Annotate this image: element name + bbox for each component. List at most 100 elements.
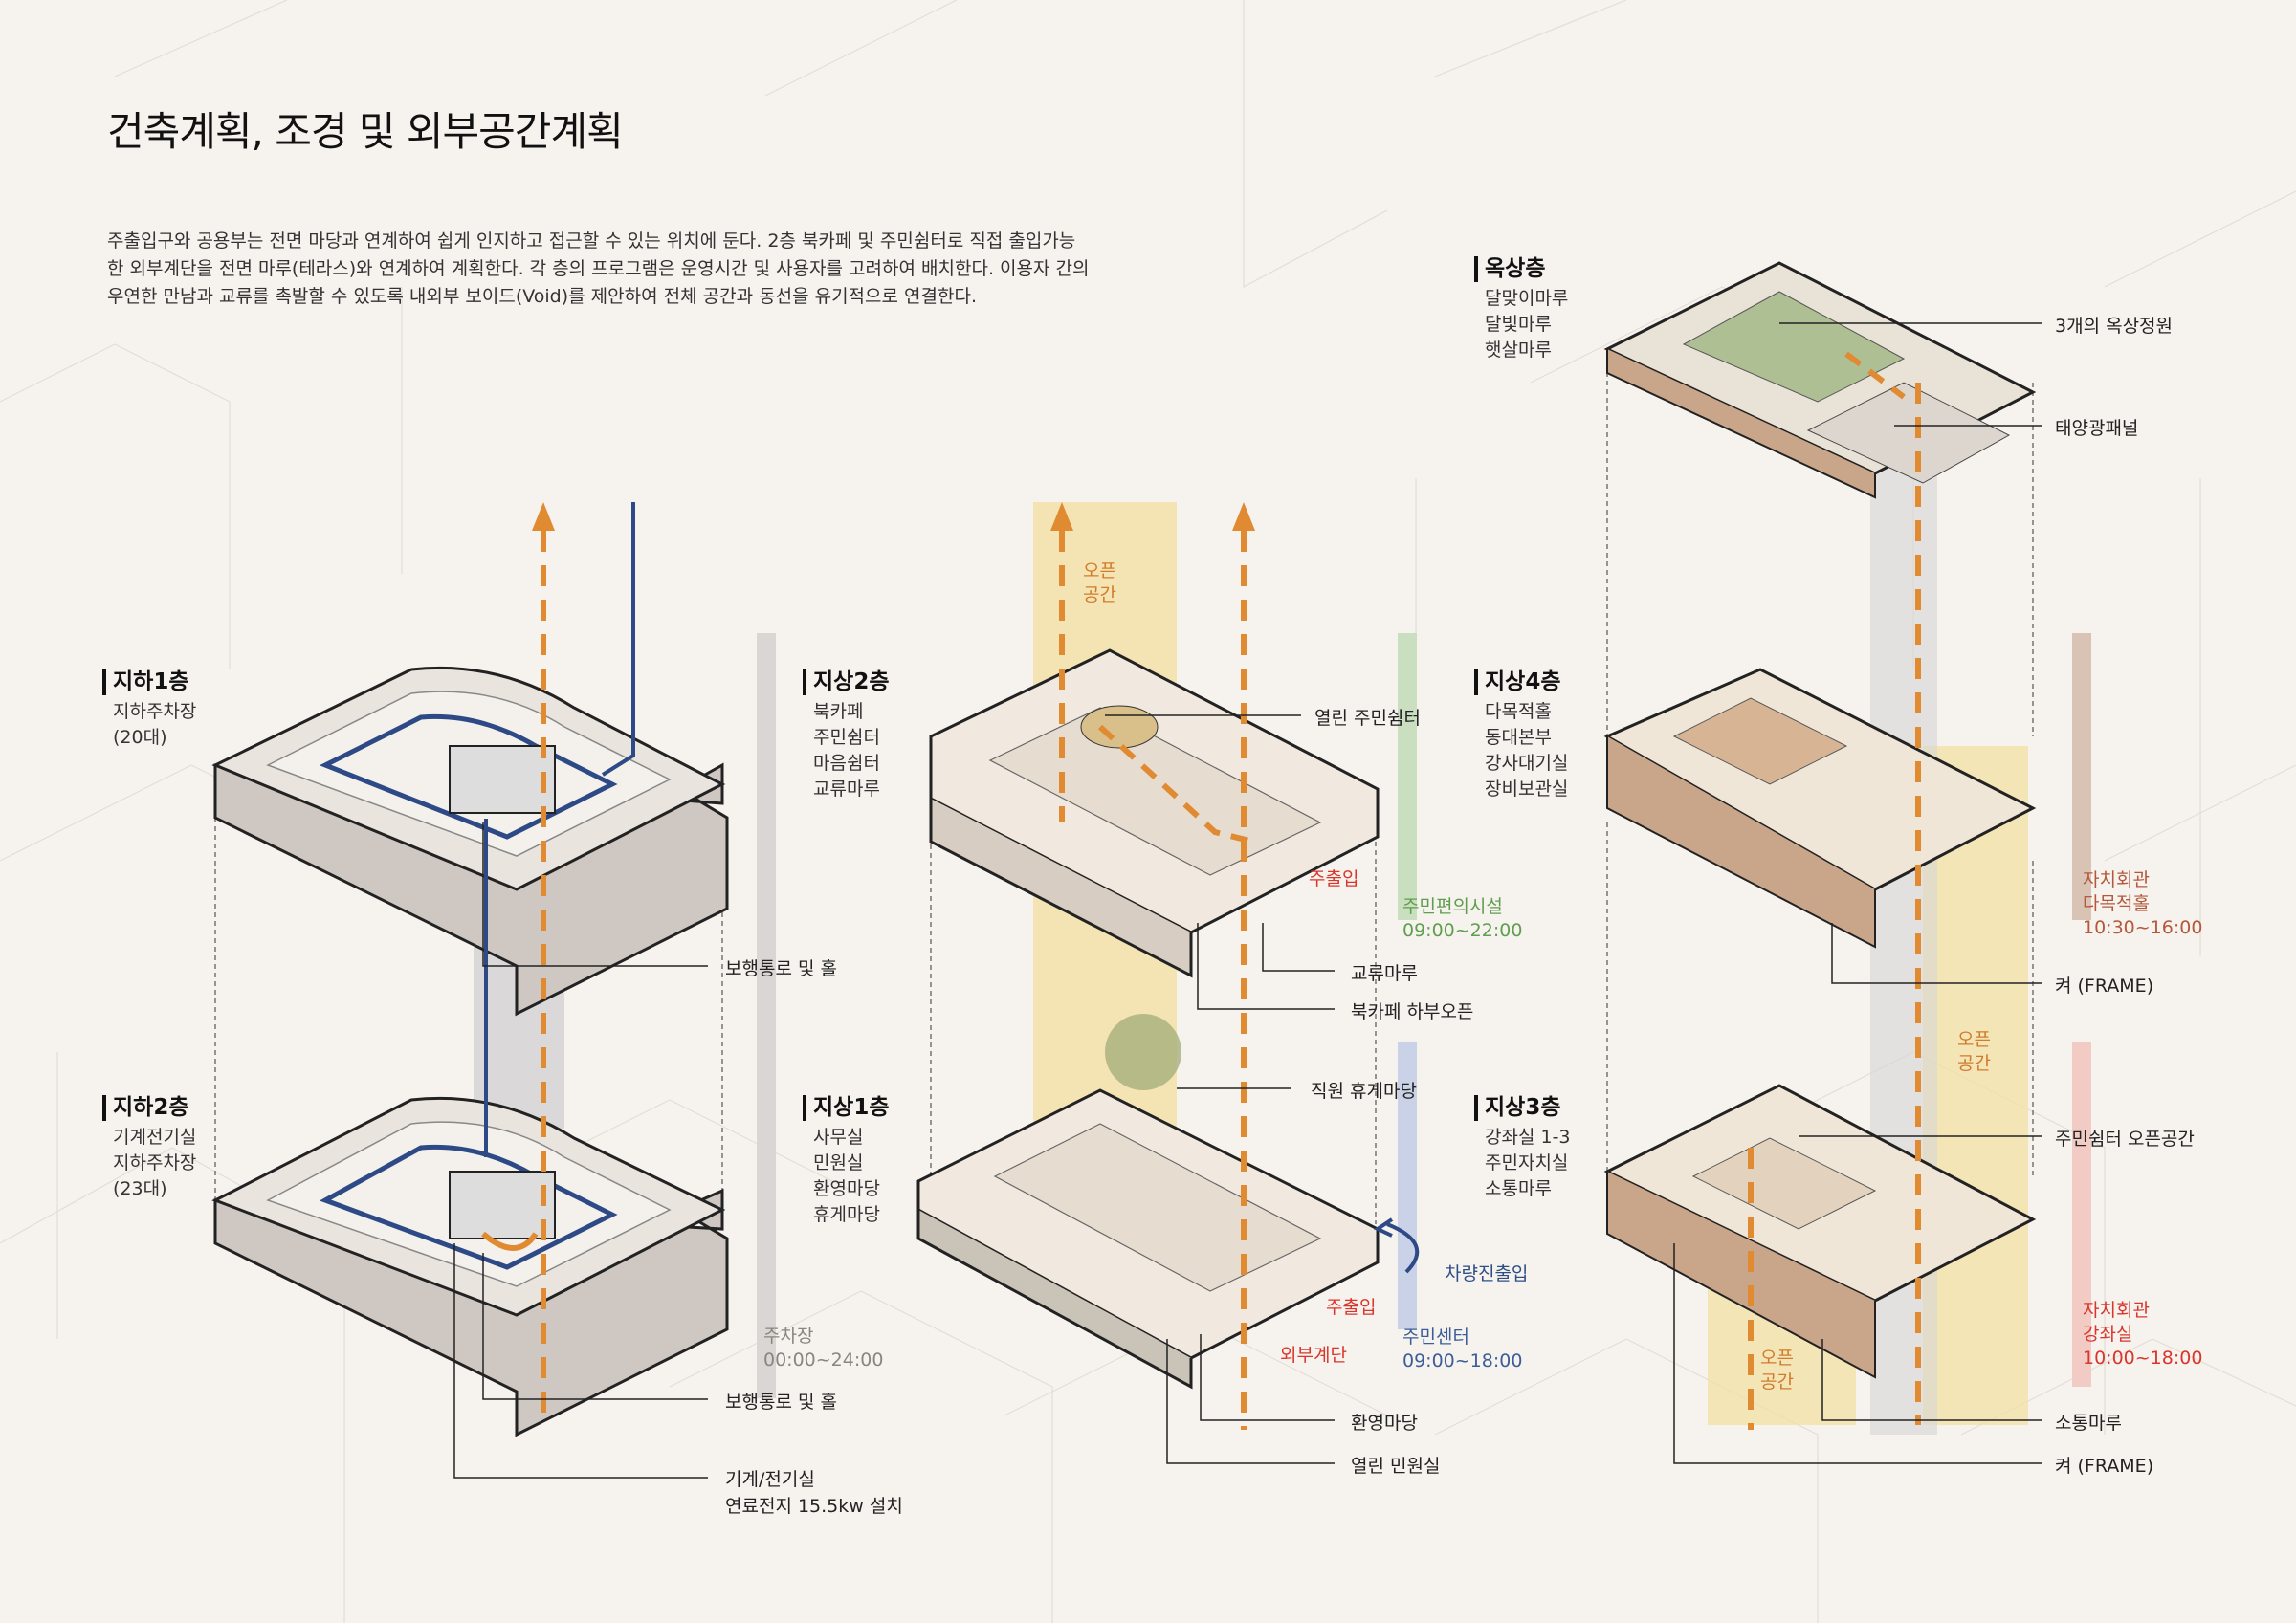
open-space-line: 오픈 — [1957, 1029, 1991, 1050]
open-space-label-f3: 오픈 공간 — [1760, 1347, 1794, 1394]
parking-hours-bar — [757, 633, 776, 1398]
open-space-label-right: 오픈 공간 — [1957, 1028, 1991, 1076]
convenience-hours-bar — [1398, 633, 1417, 920]
intro-line: 우연한 만남과 교류를 촉발할 수 있도록 내외부 보이드(Void)를 제안하… — [107, 286, 977, 307]
hours-sub: 다목적홀 — [2083, 893, 2150, 914]
room-label: 강좌실 1-3 — [1485, 1127, 1571, 1148]
floor-name: 지하2층 — [102, 1095, 196, 1121]
callout-open-shelter: 열린 주민쉼터 — [1314, 708, 1421, 729]
room-label: 동대본부 — [1485, 727, 1552, 748]
room-label: 민원실 — [813, 1152, 864, 1173]
callout-walkway-b1: 보행통로 및 홀 — [725, 958, 837, 979]
hours-name: 주민편의시설 — [1402, 896, 1503, 917]
room-label: 사무실 — [813, 1127, 864, 1148]
hours-time: 10:30~16:00 — [2083, 917, 2203, 938]
floor-name: 지상2층 — [803, 669, 889, 695]
floor-name: 지하1층 — [102, 669, 196, 695]
entrance-external-stair: 외부계단 — [1280, 1345, 1347, 1366]
intro-line: 한 외부계단을 전면 마루(테라스)와 연계하여 계획한다. 각 층의 프로그램… — [107, 258, 1090, 279]
room-label: 교류마루 — [813, 779, 880, 800]
hours-name: 자치회관 — [2083, 869, 2150, 890]
council-class-hours-bar — [2072, 1042, 2091, 1387]
hours-parking: 주차장 00:00~24:00 — [763, 1325, 883, 1372]
entrance-main-f1: 주출입 — [1326, 1297, 1377, 1318]
floor-name: 지상1층 — [803, 1095, 889, 1121]
open-space-band-right — [1923, 746, 2028, 1425]
room-label: 마음쉼터 — [813, 753, 880, 774]
floor-f2-plan — [929, 648, 1380, 978]
callout-welcome-yard: 환영마당 — [1351, 1413, 1418, 1434]
callout-frame-f4: 켜 (FRAME) — [2055, 976, 2154, 997]
callout-shelter-open-f3: 주민쉼터 오픈공간 — [2055, 1129, 2195, 1150]
room-label: 달맞이마루 — [1485, 288, 1569, 309]
room-label: 북카페 — [813, 701, 864, 722]
room-label: (20대) — [113, 727, 167, 748]
floor-b2-plan — [211, 1096, 729, 1437]
floor-label-b1: 지하1층 지하주차장 (20대) — [102, 669, 197, 751]
callout-roof-garden: 3개의 옥상정원 — [2055, 316, 2174, 337]
open-space-label-f2: 오픈 공간 — [1083, 559, 1116, 607]
council-hall-hours-bar — [2072, 633, 2091, 920]
entrance-vehicle: 차량진출입 — [1445, 1263, 1529, 1284]
floor-label-b2: 지하2층 기계전기실 지하주차장 (23대) — [102, 1095, 197, 1202]
hours-sub: 강좌실 — [2083, 1324, 2133, 1345]
room-label: 주민자치실 — [1485, 1152, 1569, 1173]
callout-walkway-b2: 보행통로 및 홀 — [725, 1392, 837, 1413]
callout-communication-maru: 소통마루 — [2055, 1413, 2122, 1434]
open-space-line: 공간 — [1760, 1371, 1794, 1393]
callout-solar-panel: 태양광패널 — [2055, 418, 2139, 439]
hours-time: 10:00~18:00 — [2083, 1348, 2203, 1369]
floor-f4-plan — [1603, 668, 2037, 949]
open-space-line: 공간 — [1083, 584, 1116, 605]
room-label: 다목적홀 — [1485, 701, 1552, 722]
floor-label-f2: 지상2층 북카페 주민쉼터 마음쉼터 교류마루 — [803, 669, 889, 802]
room-label: 지하주차장 — [113, 701, 197, 722]
floor-name: 옥상층 — [1474, 256, 1568, 282]
floor-roof-plan — [1603, 261, 2037, 499]
room-label: 지하주차장 — [113, 1152, 197, 1173]
floor-label-roof: 옥상층 달맞이마루 달빛마루 햇살마루 — [1474, 256, 1569, 363]
room-label: 햇살마루 — [1485, 340, 1552, 361]
hours-time: 09:00~18:00 — [1402, 1350, 1523, 1371]
open-space-line: 공간 — [1957, 1053, 1991, 1074]
hours-convenience: 주민편의시설 09:00~22:00 — [1402, 895, 1522, 943]
open-space-line: 오픈 — [1083, 560, 1116, 581]
hours-time: 09:00~22:00 — [1402, 920, 1523, 941]
hours-name: 주차장 — [763, 1326, 814, 1347]
callout-staff-yard: 직원 휴게마당 — [1311, 1081, 1417, 1102]
room-label: (23대) — [113, 1178, 167, 1199]
floor-label-f3: 지상3층 강좌실 1-3 주민자치실 소통마루 — [1474, 1095, 1571, 1202]
callout-frame-f3: 켜 (FRAME) — [2055, 1456, 2154, 1477]
hours-name: 자치회관 — [2083, 1300, 2150, 1321]
room-label: 소통마루 — [1485, 1178, 1552, 1199]
floor-label-f1: 지상1층 사무실 민원실 환영마당 휴게마당 — [803, 1095, 889, 1228]
open-space-line: 오픈 — [1760, 1348, 1794, 1369]
hours-name: 주민센터 — [1402, 1327, 1469, 1348]
room-label: 장비보관실 — [1485, 779, 1569, 800]
room-label: 주민쉼터 — [813, 727, 880, 748]
floor-label-f4: 지상4층 다목적홀 동대본부 강사대기실 장비보관실 — [1474, 669, 1569, 802]
floor-name: 지상4층 — [1474, 669, 1568, 695]
floor-f3-plan — [1603, 1084, 2037, 1379]
room-label: 달빛마루 — [1485, 314, 1552, 335]
room-label: 강사대기실 — [1485, 753, 1569, 774]
page-title: 건축계획, 조경 및 외부공간계획 — [107, 108, 624, 155]
callout-fuel-cell: 연료전지 15.5kw 설치 — [725, 1496, 903, 1517]
callout-exchange-maru: 교류마루 — [1351, 963, 1418, 984]
room-label: 휴게마당 — [813, 1204, 880, 1225]
hours-time: 00:00~24:00 — [763, 1349, 884, 1371]
intro-line: 주출입구와 공용부는 전면 마당과 연계하여 쉽게 인지하고 접근할 수 있는 … — [107, 230, 1076, 252]
center-hours-bar — [1398, 1042, 1417, 1329]
callout-open-civil: 열린 민원실 — [1351, 1456, 1441, 1477]
callout-mech-room: 기계/전기실 — [725, 1469, 815, 1490]
intro-paragraph: 주출입구와 공용부는 전면 마당과 연계하여 쉽게 인지하고 접근할 수 있는 … — [107, 228, 1121, 311]
hours-council-hall: 자치회관 다목적홀 10:30~16:00 — [2083, 868, 2202, 940]
hours-center: 주민센터 09:00~18:00 — [1402, 1326, 1522, 1373]
floor-f1-plan — [916, 1014, 1380, 1390]
room-label: 환영마당 — [813, 1178, 880, 1199]
room-label: 기계전기실 — [113, 1127, 197, 1148]
entrance-main-f2: 주출입 — [1309, 868, 1359, 889]
floor-b1-plan — [211, 666, 729, 1017]
